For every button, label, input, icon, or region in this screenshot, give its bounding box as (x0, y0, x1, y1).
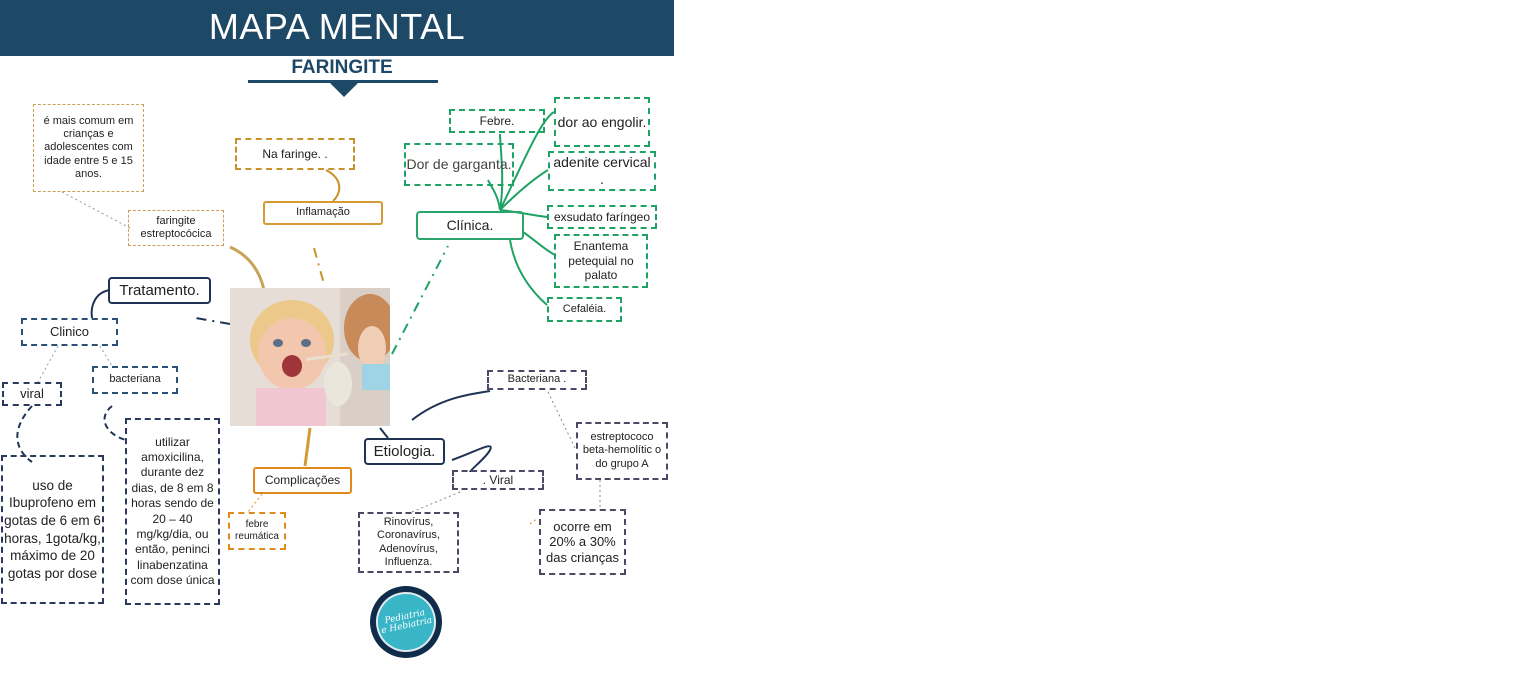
connector-faringe-inflamacao (325, 169, 341, 202)
header-bar (0, 0, 674, 56)
sore-throat-node: Dor de garganta. (404, 143, 514, 186)
pain-swallowing-node: dor ao engolir. (554, 97, 650, 147)
connector-bacteriana-estreptococo (547, 391, 577, 451)
connector-clinica-enantema (522, 231, 556, 256)
clinical-treatment-node: Clinico (21, 318, 118, 346)
connector-comum-estrep (61, 191, 131, 229)
connector-bacteriana-amoxicilina (103, 405, 127, 441)
bacterial-treatment-node: bacteriana (92, 366, 178, 394)
connector-etiologia-viral (451, 445, 492, 473)
connector-clinico-bacteriana (99, 345, 113, 367)
rheumatic-fever-node: febre reumática (228, 512, 286, 550)
connector-tratamento-clinico (90, 289, 111, 319)
connector-inflamacao-photo (313, 247, 325, 285)
pharyngeal-exudate-node: exsudato faríngeo (547, 205, 657, 229)
occurrence-node: ocorre em 20% a 30% das crianças (539, 509, 626, 575)
inflammation-node: Inflamação (263, 201, 383, 225)
clinical-node: Clínica. (416, 211, 524, 240)
connector-clinica-dor-garganta (487, 179, 501, 211)
ibuprofen-node: uso de Ibuprofeno em gotas de 6 em 6 hor… (1, 455, 104, 604)
pediatria-logo: Pediatria e Hebiatria (370, 586, 442, 658)
connector-ocorre-tick (529, 517, 539, 525)
connector-clinico-viral (37, 345, 59, 383)
connector-viral-ibuprofeno (16, 405, 33, 463)
map-subtitle: FARINGITE (291, 57, 393, 78)
cervical-adenitis-node: adenite cervical . (548, 151, 656, 191)
headache-node: Cefaléia. (547, 297, 622, 322)
connector-photo-bacteriana (411, 390, 491, 421)
connector-clinica-exsudato (499, 209, 549, 218)
child-throat-exam-image (230, 288, 390, 426)
strep-pharyngitis-node: faringite estreptocócica (128, 210, 224, 246)
amoxicillin-node: utilizar amoxicilina, durante dez dias, … (125, 418, 220, 605)
connector-clinica-febre (499, 133, 504, 211)
logo-badge: Pediatria e Hebiatria (370, 586, 442, 658)
bacterial-etiology-node: Bacteriana . (487, 370, 587, 390)
petechial-enanthem-node: Enantema petequial no palato (554, 234, 648, 288)
viral-etiology-node: . Viral (452, 470, 544, 490)
connector-clinica-dor-engolir (499, 111, 555, 211)
subtitle-arrow-icon (330, 83, 358, 97)
connector-photo-tratamento (195, 317, 231, 325)
connector-complicacoes-febre-reumatica (247, 493, 263, 513)
page-title: MAPA MENTAL (208, 6, 466, 47)
subtitle-underline (248, 80, 438, 83)
etiology-node: Etiologia. (364, 438, 445, 465)
connector-viral-virus (411, 491, 461, 513)
connector-photo-clinica (391, 245, 449, 355)
connector-photo-etiologia (379, 427, 389, 439)
complications-node: Complicações (253, 467, 352, 494)
age-info-node: é mais comum em crianças e adolescentes … (33, 104, 144, 192)
connector-clinica-cefaleia (509, 239, 548, 306)
treatment-node: Tratamento. (108, 277, 211, 304)
connector-photo-complicacoes (303, 427, 312, 467)
streptococcus-node: estreptococo beta-hemolític o do grupo A (576, 422, 668, 480)
virus-list-node: Rinovírus, Coronavírus, Adenovírus, Infl… (358, 512, 459, 573)
connector-clinica-adenite (499, 169, 549, 211)
viral-treatment-node: viral (2, 382, 62, 406)
fever-node: Febre. (449, 109, 545, 133)
pharynx-node: Na faringe. . (235, 138, 355, 170)
connector-estrep-photo (229, 245, 266, 291)
